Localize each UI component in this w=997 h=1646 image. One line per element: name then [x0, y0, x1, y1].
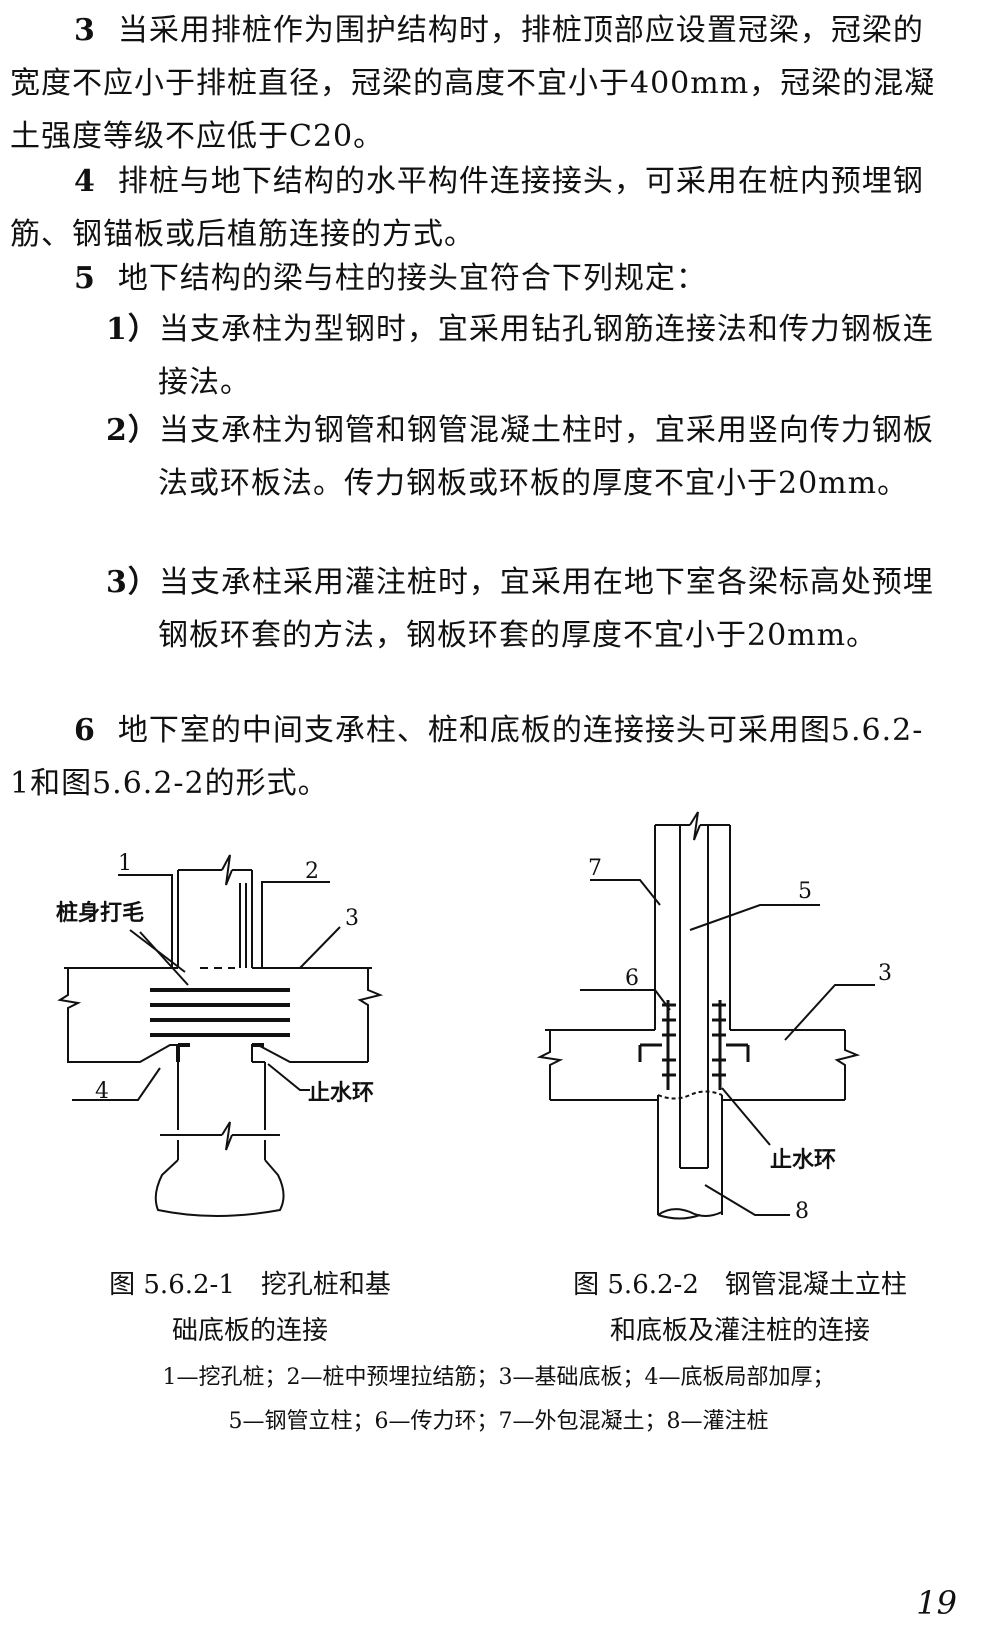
- figure-legend: 1—挖孔桩；2—桩中预埋拉结筋；3—基础底板；4—底板局部加厚； 5—钢管立柱；…: [0, 1356, 997, 1444]
- subitem-number: 2）: [106, 413, 159, 448]
- fig1-label-ring: 止水环: [308, 1080, 374, 1106]
- item-text: 当采用排桩作为围护结构时，排桩顶部应设置冠梁，冠梁的宽度不应小于排桩直径，冠梁的…: [10, 13, 936, 154]
- legend-line2: 5—钢管立柱；6—传力环；7—外包混凝土；8—灌注桩: [228, 1409, 769, 1434]
- item-5: 5 地下结构的梁与柱的接头宜符合下列规定：: [10, 252, 940, 305]
- item-text: 地下室的中间支承柱、桩和底板的连接接头可采用图5.6.2-1和图5.6.2-2的…: [10, 713, 924, 801]
- fig2-label-8: 8: [795, 1199, 809, 1224]
- item-number: 6: [74, 713, 96, 748]
- item-number: 5: [74, 261, 96, 296]
- item-number: 3: [74, 13, 96, 48]
- figure1-caption-line2: 础底板的连接: [171, 1316, 328, 1346]
- subitem-text: 当支承柱为钢管和钢管混凝土柱时，宜采用竖向传力钢板法或环板法。传力钢板或环板的厚…: [158, 413, 934, 501]
- subitem-2: 2）当支承柱为钢管和钢管混凝土柱时，宜采用竖向传力钢板法或环板法。传力钢板或环板…: [106, 404, 938, 510]
- figure2-caption-line2: 和底板及灌注桩的连接: [609, 1316, 870, 1346]
- fig2-label-ring: 止水环: [770, 1147, 836, 1173]
- fig1-label-roughen: 桩身打毛: [56, 900, 144, 926]
- figure2-transfer-rings: [638, 1000, 750, 1090]
- fig1-label-4: 4: [95, 1079, 109, 1104]
- subitem-text: 当支承柱采用灌注桩时，宜采用在地下室各梁标高处预埋钢板环套的方法，钢板环套的厚度…: [158, 565, 934, 653]
- subitem-number: 3）: [106, 565, 159, 600]
- subitem-1: 1）当支承柱为型钢时，宜采用钻孔钢筋连接法和传力钢板连接法。: [106, 303, 938, 409]
- subitem-number: 1）: [106, 312, 159, 347]
- figure2-drawing: [536, 811, 875, 1220]
- figure2-labels: 7 5 6 3 8 止水环: [588, 856, 892, 1224]
- legend-line1: 1—挖孔桩；2—桩中预埋拉结筋；3—基础底板；4—底板局部加厚；: [162, 1365, 835, 1390]
- fig2-label-7: 7: [588, 856, 602, 881]
- fig2-label-5: 5: [798, 879, 812, 904]
- subitem-text: 当支承柱为型钢时，宜采用钻孔钢筋连接法和传力钢板连接法。: [158, 312, 934, 400]
- fig1-label-1: 1: [118, 851, 132, 876]
- page-number: 19: [916, 1584, 957, 1622]
- figure2-caption: 图 5.6.2-2 钢管混凝土立柱 和底板及灌注桩的连接: [510, 1262, 970, 1354]
- subitem-3: 3）当支承柱采用灌注桩时，宜采用在地下室各梁标高处预埋钢板环套的方法，钢板环套的…: [106, 556, 938, 662]
- item-number: 4: [74, 164, 96, 199]
- fig2-label-3: 3: [878, 961, 892, 986]
- item-text: 排桩与地下结构的水平构件连接接头，可采用在桩内预埋钢筋、钢锚板或后植筋连接的方式…: [10, 164, 924, 252]
- fig2-label-6: 6: [625, 966, 639, 991]
- figure1-caption-line1: 图 5.6.2-1 挖孔桩和基: [109, 1270, 391, 1300]
- figure1-caption: 图 5.6.2-1 挖孔桩和基 础底板的连接: [40, 1262, 460, 1354]
- fig1-label-2: 2: [305, 859, 319, 884]
- item-text: 地下结构的梁与柱的接头宜符合下列规定：: [117, 261, 707, 296]
- figure1-labels: 1 2 3 4 桩身打毛 止水环: [56, 851, 374, 1106]
- fig1-label-3: 3: [345, 906, 359, 931]
- figure2-caption-line1: 图 5.6.2-2 钢管混凝土立柱: [573, 1270, 907, 1300]
- figure1-tie-bars: [150, 988, 290, 1062]
